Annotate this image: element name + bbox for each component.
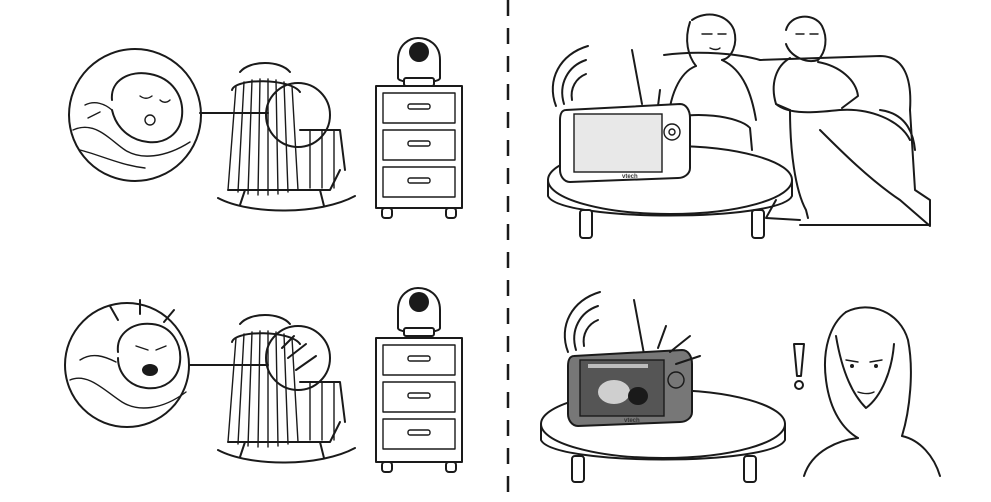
sleeping-baby-nursery	[68, 37, 463, 219]
parent-monitor-quiet: vtech	[559, 49, 691, 183]
crying-baby-nursery	[64, 287, 463, 473]
monitor-brand-label-2: vtech	[624, 418, 640, 424]
parent-monitor-alert: vtech	[567, 299, 693, 428]
signal-waves-top	[551, 45, 589, 107]
parent-alert-scene: vtech	[540, 291, 941, 483]
nursery-dresser-2	[375, 337, 463, 473]
sleeping-baby-zoom	[68, 48, 202, 182]
baby-camera-2	[397, 287, 441, 337]
baby-camera	[397, 37, 441, 87]
alert-sound-lines	[657, 325, 701, 365]
monitor-brand-label: vtech	[622, 174, 638, 180]
crying-baby-zoom	[64, 299, 190, 428]
cry-sound-lines	[281, 335, 317, 371]
parents-relaxing-scene: vtech	[547, 13, 931, 239]
father-figure	[765, 15, 931, 227]
mother-alert-figure	[803, 306, 941, 477]
nursery-dresser	[375, 85, 463, 219]
exclamation-mark-icon	[793, 343, 805, 390]
rocking-crib	[217, 62, 356, 212]
signal-waves-bottom	[563, 291, 601, 353]
